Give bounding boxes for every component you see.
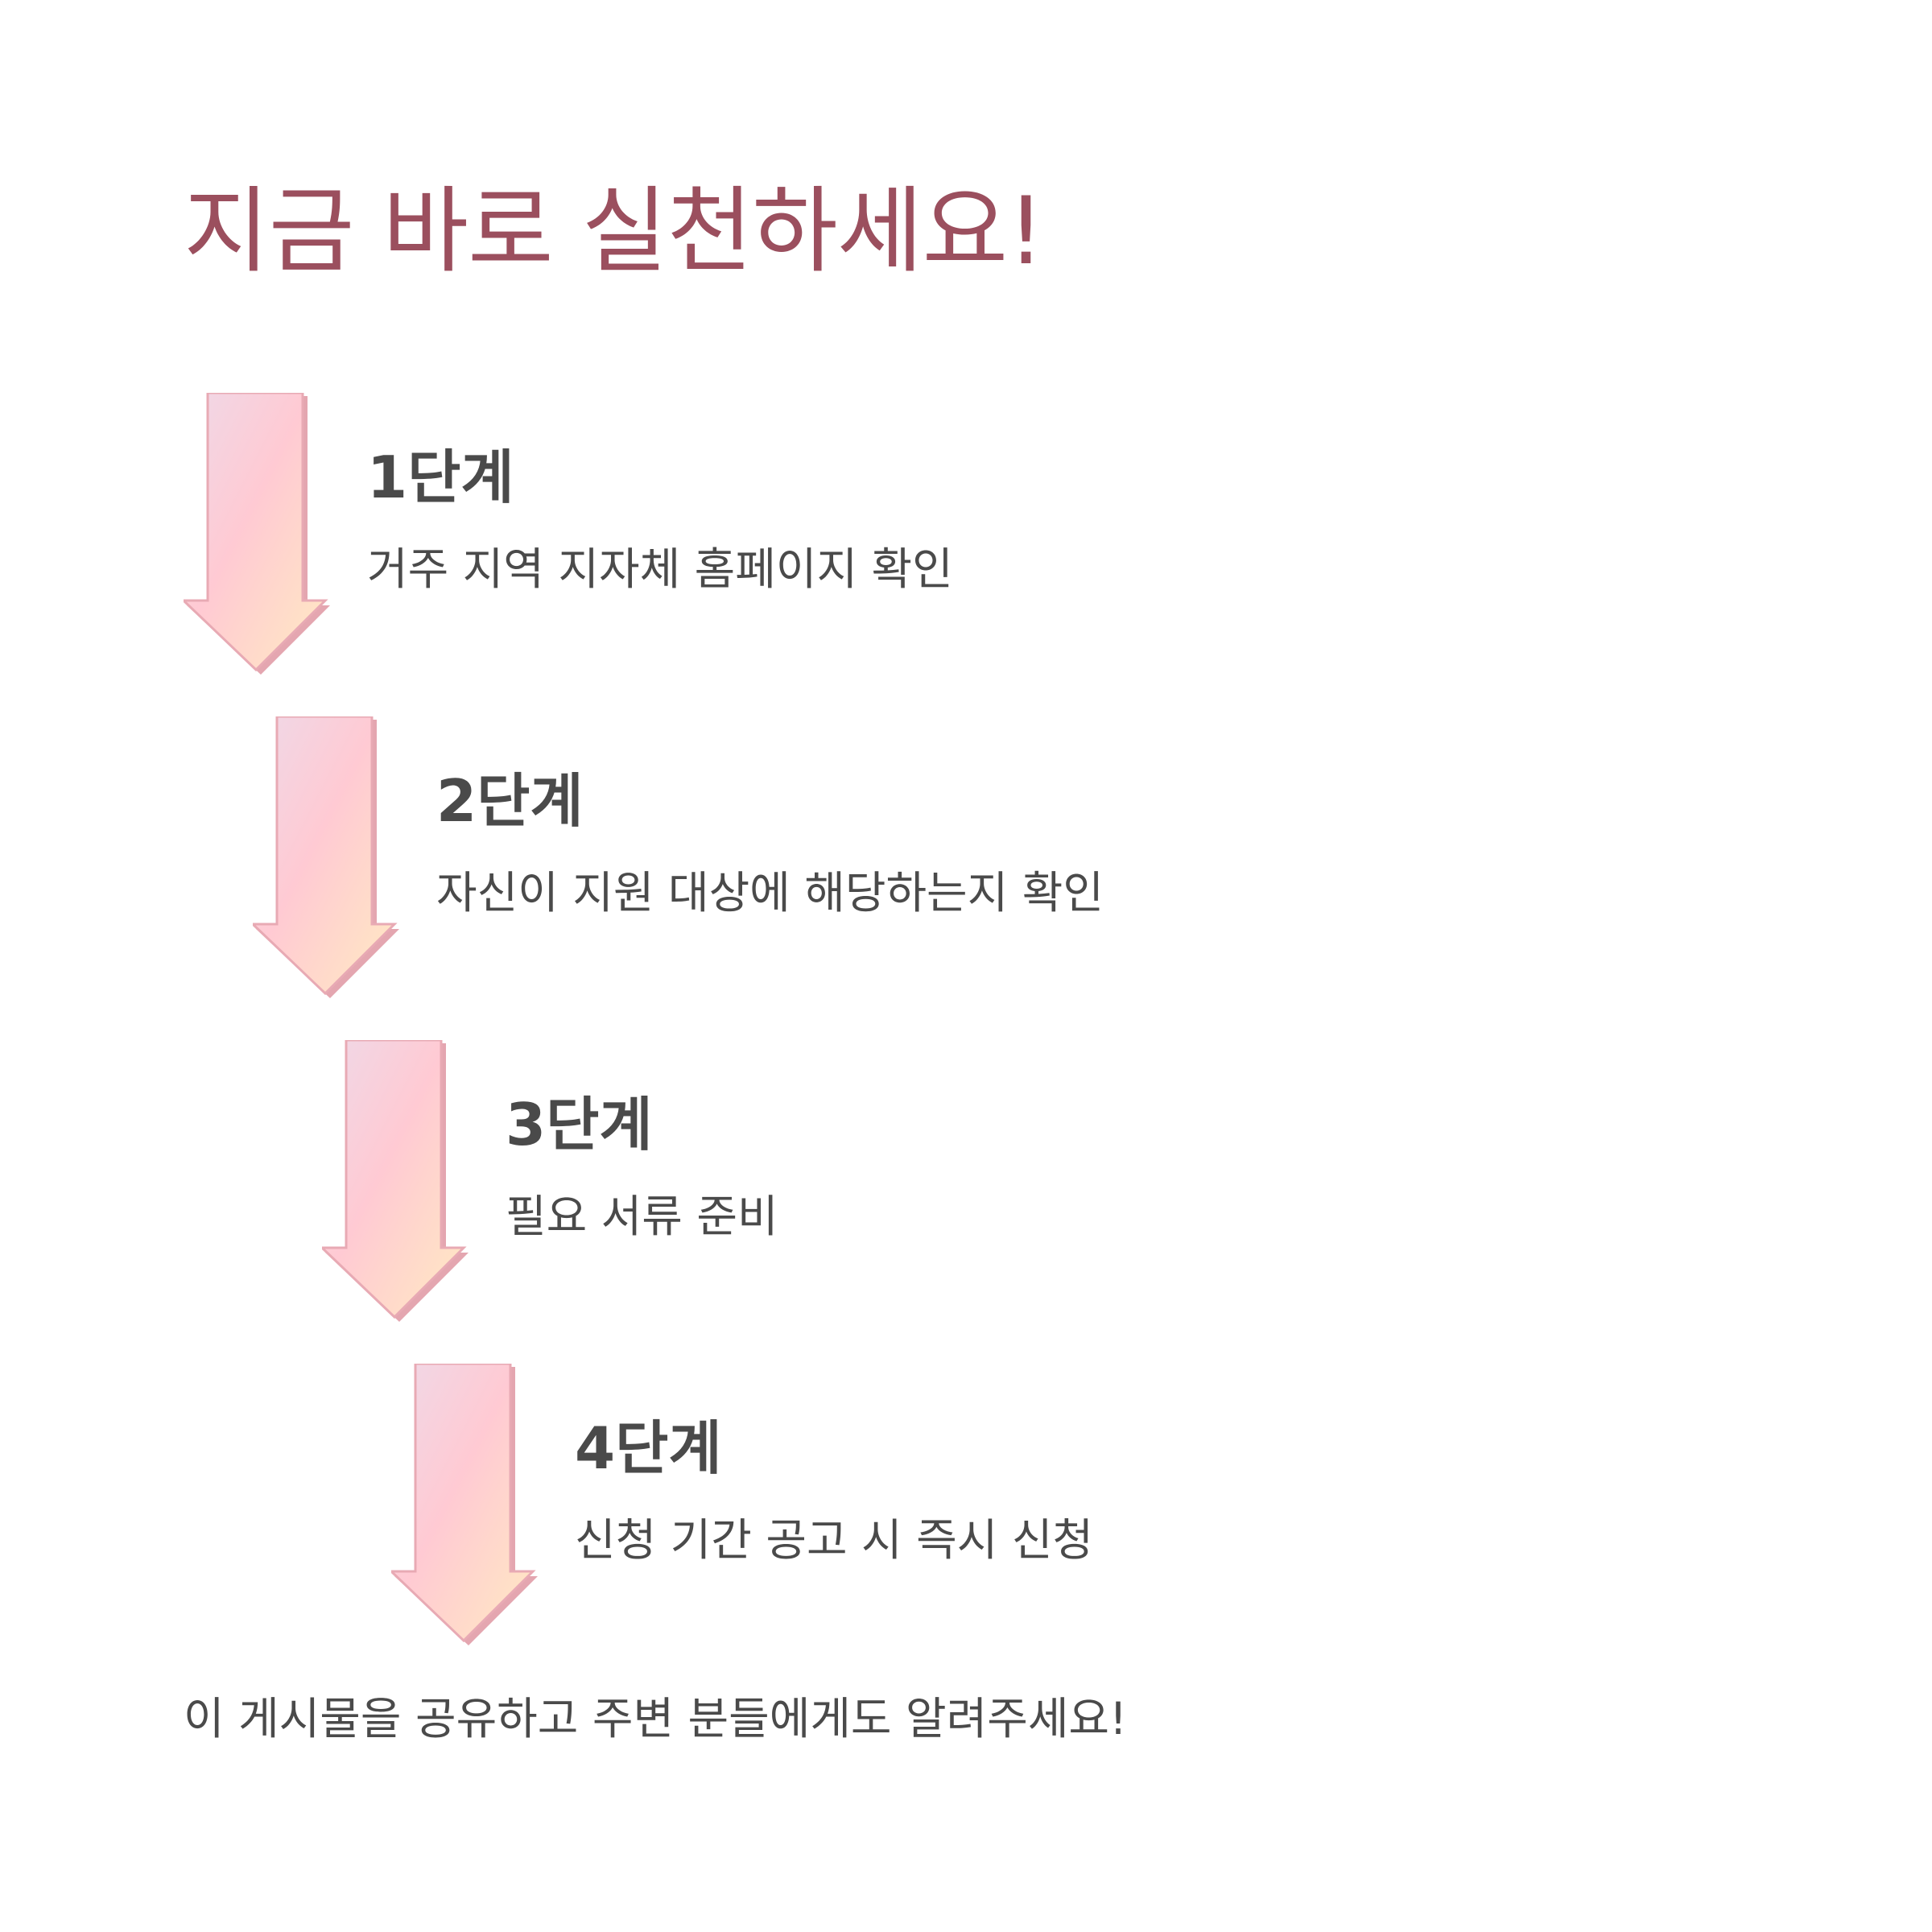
- step-3: 3단계 필요 서류 준비: [322, 1040, 1610, 1338]
- down-arrow-icon: [391, 1364, 541, 1652]
- step-title: 1단계: [367, 444, 514, 511]
- step-description: 필요 서류 준비: [506, 1191, 778, 1242]
- down-arrow-icon: [253, 716, 402, 1005]
- down-arrow-icon: [184, 393, 333, 681]
- step-description: 거주 지역 지자체 홈페이지 확인: [367, 543, 953, 595]
- step-4: 4단계 신청 기간 공고 시 즉시 신청: [391, 1364, 1679, 1662]
- down-arrow-icon: [322, 1040, 472, 1328]
- step-description: 자신이 지원 대상에 해당하는지 확인: [436, 867, 1104, 919]
- page-title: 지금 바로 실천하세요!: [184, 177, 1045, 286]
- step-title: 4단계: [575, 1414, 722, 1482]
- footer-text: 이 게시물을 공유하고 주변 분들에게도 알려주세요!: [184, 1693, 1128, 1744]
- step-title: 2단계: [436, 767, 584, 835]
- step-description: 신청 기간 공고 시 즉시 신청: [575, 1514, 1094, 1566]
- step-title: 3단계: [506, 1091, 653, 1158]
- step-1: 1단계 거주 지역 지자체 홈페이지 확인: [184, 393, 1472, 691]
- step-2: 2단계 자신이 지원 대상에 해당하는지 확인: [253, 716, 1541, 1014]
